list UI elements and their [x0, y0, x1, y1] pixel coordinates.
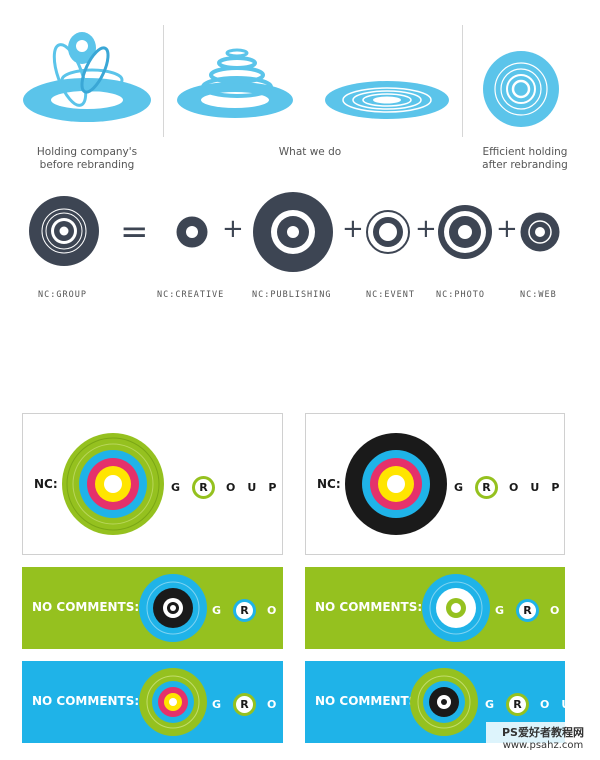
- nc-group-logo: [29, 196, 99, 266]
- letter-o: O: [509, 481, 531, 494]
- banner-target-logo: [410, 668, 478, 736]
- group-wordmark: GROUP: [495, 599, 600, 622]
- letter-r-ring: R: [192, 476, 216, 499]
- banner-text: NO COMMENTS:: [315, 694, 423, 708]
- nc-web-logo: [520, 212, 560, 252]
- label-nc-web: NC:WEB: [520, 290, 557, 300]
- letter-r-ring: R: [506, 693, 530, 716]
- letter-o: O: [226, 481, 248, 494]
- letter-u: U: [247, 481, 269, 494]
- caption-what-we-do: What we do: [278, 146, 342, 158]
- plus-sign-4: +: [496, 214, 518, 244]
- label-nc-group: NC:GROUP: [38, 290, 87, 300]
- nc-creative-logo: [176, 216, 208, 248]
- caption-holding-before: Holding company's before rebranding: [36, 146, 138, 171]
- nc-prefix: NC:: [317, 477, 341, 491]
- watermark-line2: www.psahz.com: [502, 740, 584, 751]
- banner-cyan-color: NO COMMENTS: GROUP: [22, 661, 317, 743]
- watermark: PS爱好者教程网 www.psahz.com: [486, 722, 600, 753]
- letter-o: O: [540, 698, 562, 711]
- nc-photo-logo: [438, 205, 492, 259]
- banner-green-dark: NO COMMENTS: GROUP: [22, 567, 317, 649]
- nc-prefix: NC:: [34, 477, 58, 491]
- letter-r-ring: R: [516, 599, 540, 622]
- letter-p: P: [582, 698, 600, 711]
- target-logo-black: [345, 433, 447, 535]
- plus-sign-1: +: [222, 214, 244, 244]
- label-nc-event: NC:EVENT: [366, 290, 415, 300]
- letter-g: G: [495, 604, 517, 617]
- letter-g: G: [212, 698, 234, 711]
- letter-o: O: [267, 604, 289, 617]
- letter-u: U: [288, 604, 310, 617]
- label-nc-publishing: NC:PUBLISHING: [252, 290, 332, 300]
- what-we-do-illustration-flat: [325, 81, 449, 119]
- letter-g: G: [454, 481, 476, 494]
- target-logo-color: [62, 433, 164, 535]
- letter-u: U: [571, 604, 593, 617]
- letter-r-ring: R: [233, 693, 257, 716]
- letter-r-ring: R: [233, 599, 257, 622]
- nc-event-logo: [366, 210, 410, 254]
- letter-u: U: [561, 698, 583, 711]
- letter-u: U: [530, 481, 552, 494]
- label-nc-creative: NC:CREATIVE: [157, 290, 225, 300]
- letter-p: P: [592, 604, 600, 617]
- banner-text: NO COMMENTS:: [32, 694, 140, 708]
- divider-left: [163, 25, 164, 137]
- letter-u: U: [288, 698, 310, 711]
- banner-target-logo: [139, 668, 207, 736]
- plus-sign-2: +: [342, 214, 364, 244]
- letter-o: O: [550, 604, 572, 617]
- banner-target-logo: [139, 574, 207, 642]
- banner-text: NO COMMENTS:: [315, 600, 423, 614]
- plus-sign-3: +: [415, 214, 437, 244]
- letter-g: G: [171, 481, 193, 494]
- label-nc-photo: NC:PHOTO: [436, 290, 485, 300]
- nc-publishing-logo: [253, 192, 333, 272]
- divider-right: [462, 25, 463, 137]
- banner-text: NO COMMENTS:: [32, 600, 140, 614]
- holding-before-illustration: [23, 32, 151, 122]
- equals-sign: =: [120, 212, 149, 252]
- what-we-do-illustration-stack: [177, 48, 293, 118]
- caption-holding-after: Efficient holding after rebranding: [482, 146, 568, 171]
- holding-after-illustration: [483, 51, 559, 127]
- banner-green-light: NO COMMENTS: GROUP: [305, 567, 600, 649]
- letter-o: O: [267, 698, 289, 711]
- letter-p: P: [268, 481, 289, 494]
- letter-p: P: [551, 481, 572, 494]
- letter-g: G: [212, 604, 234, 617]
- watermark-line1: PS爱好者教程网: [502, 726, 584, 739]
- banner-target-logo: [422, 574, 490, 642]
- letter-r-ring: R: [475, 476, 499, 499]
- letter-g: G: [485, 698, 507, 711]
